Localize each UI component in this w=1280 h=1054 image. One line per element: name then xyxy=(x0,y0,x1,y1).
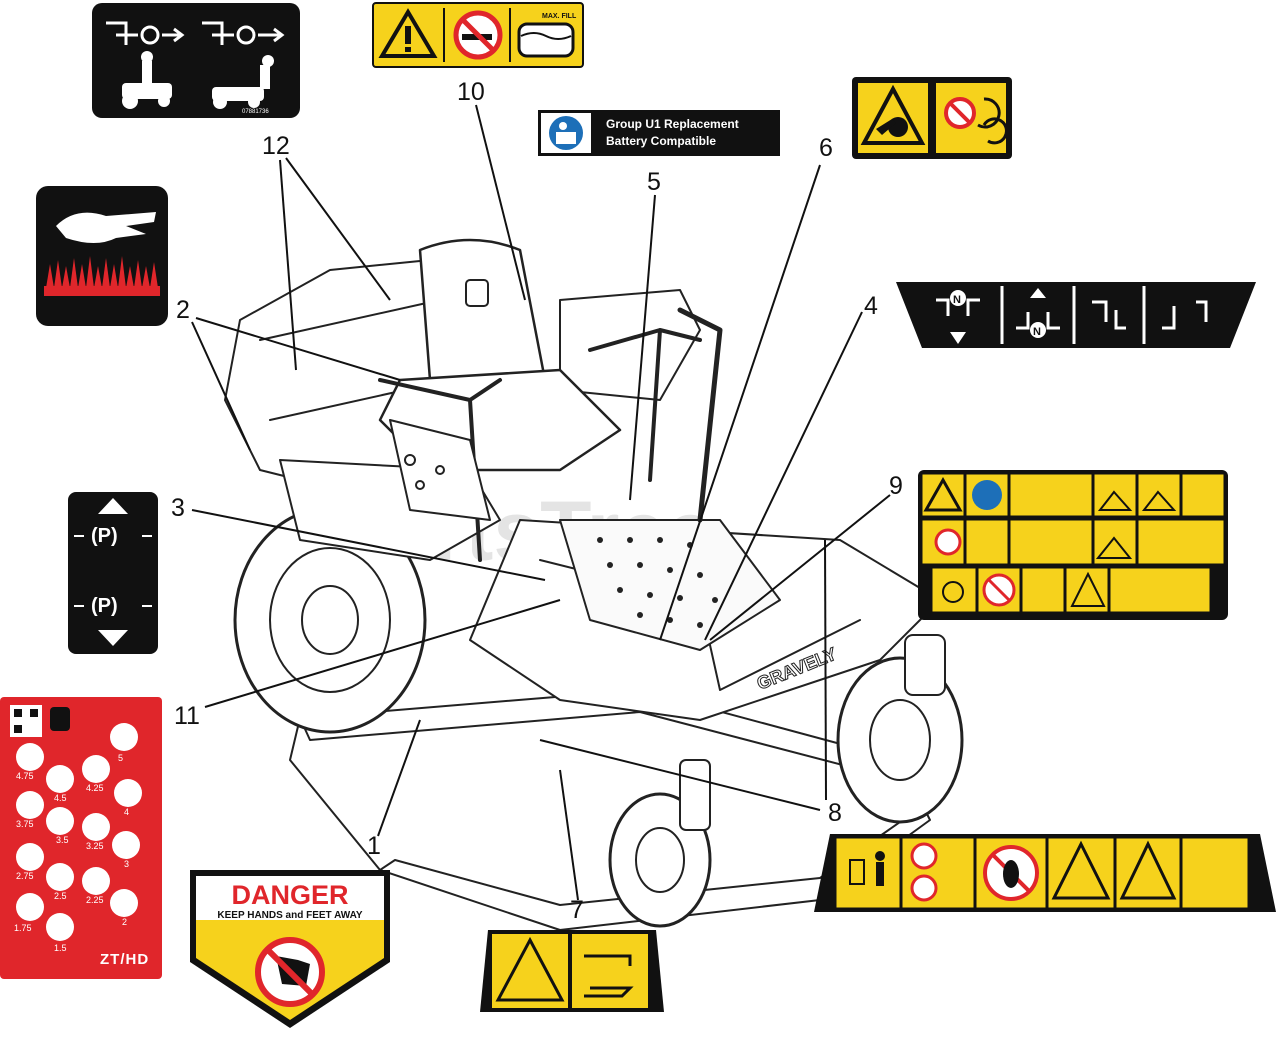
callout-11: 11 xyxy=(174,702,200,730)
read-manual-icon xyxy=(972,480,1002,510)
callout-2: 2 xyxy=(176,296,190,324)
leader-1 xyxy=(377,719,421,837)
seat-back xyxy=(418,238,547,392)
height-label-12: 2 xyxy=(122,917,128,927)
callout-7: 7 xyxy=(570,896,584,924)
no-riders-icon xyxy=(934,528,962,556)
height-label-7: 3.25 xyxy=(86,841,104,851)
height-of-cut-decal: 4.75 5 4.5 4.25 4 3.75 3.5 3.25 3 2.75 2… xyxy=(0,697,162,979)
height-label-10: 2.5 xyxy=(54,891,67,901)
height-label-6: 3.5 xyxy=(56,835,69,845)
danger-heading: DANGER xyxy=(231,880,349,910)
right-fender xyxy=(559,289,701,401)
callout-4: 4 xyxy=(864,292,878,320)
rops-bar xyxy=(677,307,723,523)
hot-surface-decal xyxy=(36,186,168,326)
drive-release-decal: 07881736 xyxy=(92,3,300,118)
height-label-13: 1.75 xyxy=(14,923,32,933)
leader-12a xyxy=(279,159,297,371)
battery-line-1: Group U1 Replacement xyxy=(606,117,739,131)
steering-neutral-decal: N N xyxy=(896,282,1256,348)
parking-brake-symbol-top: (P) xyxy=(91,525,118,547)
callout-9: 9 xyxy=(889,472,903,500)
no-hands-icon xyxy=(255,937,325,1007)
parking-brake-decal: (P) (P) xyxy=(68,492,158,654)
thrown-object-warning-icon xyxy=(495,936,565,1002)
leader-2a xyxy=(191,321,251,451)
no-feet-icon xyxy=(983,845,1039,901)
height-label-8: 3 xyxy=(124,859,130,869)
height-label-1: 5 xyxy=(118,753,124,763)
foot-plate xyxy=(559,519,781,651)
control-panel xyxy=(389,419,491,521)
callout-6: 6 xyxy=(819,134,833,162)
hand-cut-warning-icon xyxy=(860,84,926,145)
leader-lines xyxy=(191,104,891,901)
deck-hazard-decal xyxy=(480,930,664,1012)
blade-hazard-decal xyxy=(852,77,1012,159)
steering-lever-right xyxy=(588,328,702,482)
leader-8b xyxy=(824,539,827,801)
no-passengers-icon xyxy=(982,573,1016,607)
neutral-symbol-2: N xyxy=(1033,326,1041,338)
hazard-strip-decal xyxy=(814,834,1276,912)
fuel-warning-decal: MAX. FILL xyxy=(372,2,584,68)
leader-6 xyxy=(659,164,821,641)
parking-brake-symbol-bottom: (P) xyxy=(91,595,118,617)
svg-text:07881736: 07881736 xyxy=(242,109,269,115)
zt-hd-brand: ZT/HD xyxy=(100,951,150,968)
leader-12b xyxy=(285,157,391,301)
leader-4 xyxy=(704,311,863,641)
height-label-9: 2.75 xyxy=(16,871,34,881)
callout-3: 3 xyxy=(171,494,185,522)
arrow-up-icon xyxy=(98,498,128,514)
arrow-down-icon xyxy=(98,630,128,646)
battery-line-2: Battery Compatible xyxy=(606,134,717,148)
height-label-4: 4 xyxy=(124,807,130,817)
leader-11 xyxy=(204,599,561,708)
leader-9 xyxy=(709,494,891,641)
neutral-symbol-1: N xyxy=(953,294,961,306)
no-hands-blade-icon xyxy=(944,97,1006,145)
front-caster-right xyxy=(836,656,964,824)
callout-12: 12 xyxy=(262,132,290,160)
deck-lift-icon xyxy=(584,954,634,998)
no-smoking-icon xyxy=(453,10,503,60)
height-label-2: 4.5 xyxy=(54,793,67,803)
read-manual-icon xyxy=(549,116,583,150)
height-label-14: 1.5 xyxy=(54,943,67,953)
warning-triangle-icon xyxy=(923,476,963,512)
height-label-3: 4.25 xyxy=(86,783,104,793)
leader-2b xyxy=(195,317,401,381)
callout-8: 8 xyxy=(828,799,842,827)
hand-icon xyxy=(56,212,156,243)
fuel-tank-icon xyxy=(517,22,575,58)
leader-8a xyxy=(539,739,821,811)
danger-subheading: KEEP HANDS and FEET AWAY xyxy=(217,910,363,921)
thrown-object-icon xyxy=(1051,840,1111,900)
height-label-11: 2.25 xyxy=(86,895,104,905)
fuel-max-fill-label: MAX. FILL xyxy=(542,13,577,20)
height-label-0: 4.75 xyxy=(16,771,34,781)
height-label-5: 3.75 xyxy=(16,819,34,829)
danger-decal: DANGER KEEP HANDS and FEET AWAY xyxy=(186,866,394,1032)
leader-10 xyxy=(475,104,526,301)
callout-5: 5 xyxy=(647,168,661,196)
leader-7 xyxy=(559,769,579,901)
leader-5 xyxy=(629,194,656,501)
battery-decal: Group U1 Replacement Battery Compatible xyxy=(538,110,780,156)
callout-10: 10 xyxy=(457,78,485,106)
slope-hazard-icon xyxy=(1119,840,1177,900)
leader-3 xyxy=(191,509,546,581)
no-hands-feet-icon xyxy=(910,842,938,902)
drive-release-icons: 07881736 xyxy=(106,21,285,115)
safety-instructions-decal xyxy=(918,470,1228,620)
heat-flames-icon xyxy=(44,256,160,296)
callout-1: 1 xyxy=(367,832,381,860)
